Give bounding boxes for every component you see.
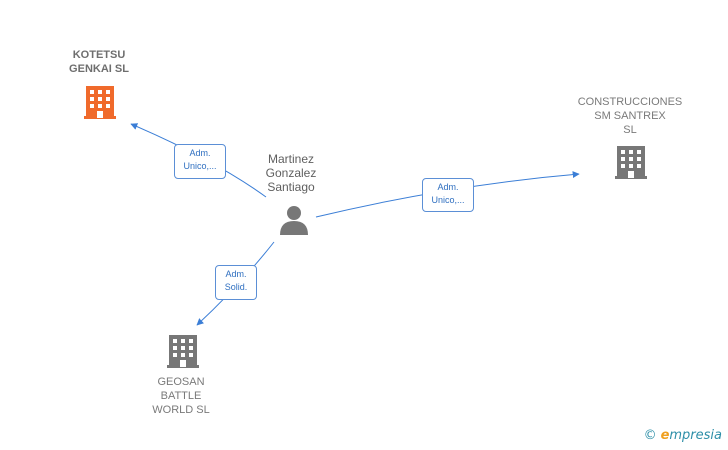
edge-label-construcciones[interactable]: Adm. Unico,...: [422, 178, 474, 212]
label-line: Adm.: [189, 148, 211, 158]
company-label-kotetsu[interactable]: KOTETSU GENKAI SL: [50, 48, 148, 76]
label-line: Adm.: [437, 182, 459, 192]
person-label[interactable]: Martinez Gonzalez Santiago: [250, 152, 332, 194]
label-line: WORLD SL: [152, 404, 210, 416]
person-icon[interactable]: [280, 206, 308, 235]
label-line: Martinez: [267, 152, 314, 166]
brand-initial: e: [660, 428, 670, 443]
label-line: Gonzalez: [265, 166, 317, 180]
edge-label-geosan[interactable]: Adm. Solid.: [215, 265, 257, 300]
company-label-geosan[interactable]: GEOSAN BATTLE WORLD SL: [136, 375, 226, 417]
label-line: GEOSAN: [157, 376, 205, 388]
empresia-watermark: ©empresia: [644, 428, 722, 443]
label-line: GENKAI SL: [69, 63, 129, 75]
label-line: CONSTRUCCIONES: [577, 96, 683, 108]
label-line: Adm.: [225, 269, 247, 279]
label-line: SL: [623, 124, 637, 136]
copyright-symbol: ©: [643, 428, 657, 443]
label-line: Santiago: [267, 180, 315, 194]
label-line: Solid.: [224, 282, 248, 292]
company-label-construcciones[interactable]: CONSTRUCCIONES SM SANTREX SL: [570, 95, 690, 137]
label-line: SM SANTREX: [594, 110, 666, 122]
label-line: Unico,...: [431, 195, 465, 205]
edge-label-kotetsu[interactable]: Adm. Unico,...: [174, 144, 226, 179]
label-line: Unico,...: [183, 161, 217, 171]
building-icon[interactable]: [167, 335, 199, 368]
label-line: KOTETSU: [72, 49, 126, 61]
building-icon[interactable]: [615, 146, 647, 179]
building-icon[interactable]: [84, 86, 116, 119]
brand-name: mpresia: [669, 428, 722, 443]
label-line: BATTLE: [160, 390, 202, 402]
